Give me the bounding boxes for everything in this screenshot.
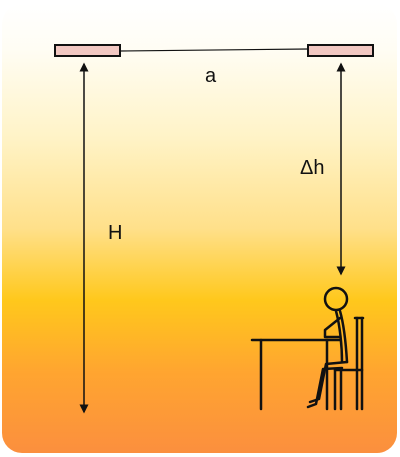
label-H: H [108, 222, 122, 244]
seated-person-at-desk-icon [250, 286, 365, 411]
left-lamp [54, 44, 121, 57]
label-a: a [205, 65, 217, 87]
label-delta-h: Δh [300, 157, 324, 179]
horizontal-distance-line [119, 48, 309, 52]
diagram-panel [2, 4, 397, 453]
right-lamp [307, 44, 374, 57]
